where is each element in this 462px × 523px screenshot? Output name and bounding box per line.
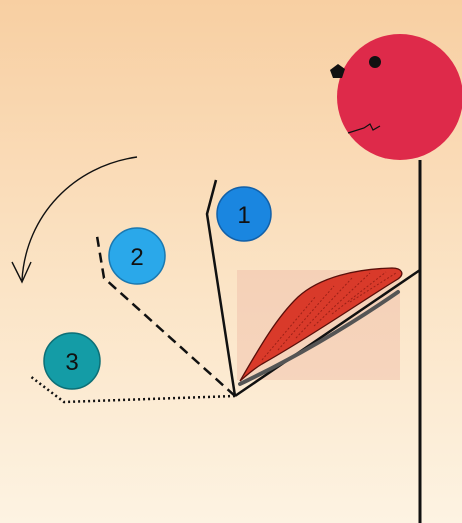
figure-head <box>337 34 462 160</box>
step-label-3: 3 <box>65 349 78 376</box>
step-label-2: 2 <box>130 244 143 271</box>
step-badge-1: 1 <box>217 187 271 241</box>
step-label-1: 1 <box>237 202 250 229</box>
step-badge-3: 3 <box>44 333 100 389</box>
step-badge-2: 2 <box>109 228 165 284</box>
figure-eye <box>369 56 381 68</box>
